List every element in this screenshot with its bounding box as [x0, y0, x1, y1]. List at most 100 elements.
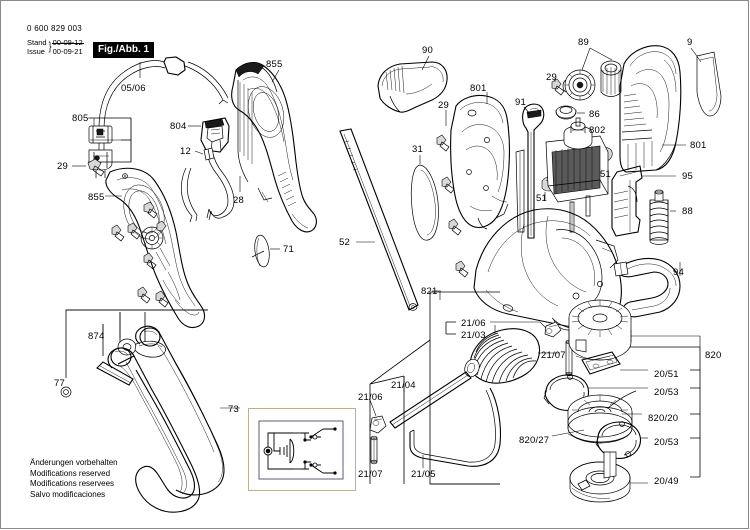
- stand-label: Stand: [27, 38, 47, 47]
- part-95-guard-clip: [611, 165, 643, 237]
- callout-20-51: 20/51: [654, 369, 679, 380]
- footer-line-fr: Modifications reservees: [30, 479, 115, 488]
- callout-820: 820: [705, 350, 722, 361]
- leader-855-right: [271, 69, 280, 83]
- callout-90: 90: [422, 45, 433, 56]
- callout-21-06-a: 21/06: [461, 318, 486, 329]
- callout-20-53-a: 20/53: [654, 387, 679, 398]
- leader-82027: [551, 429, 585, 437]
- part-12-clip: [203, 147, 215, 161]
- callout-29-b: 29: [438, 100, 449, 111]
- callout-802: 802: [589, 125, 606, 136]
- wiring-diagram-svg: [258, 420, 344, 480]
- callout-05-06: 05/06: [121, 83, 146, 94]
- callout-20-49: 20/49: [654, 476, 679, 487]
- part-21-07-pin-bottom: [370, 435, 378, 465]
- part-855-handle-right: [231, 61, 317, 233]
- callout-21-07-b: 21/07: [358, 469, 383, 480]
- part-9-label-plate: [696, 51, 722, 117]
- revision-labels: Stand Issue: [27, 38, 47, 56]
- revision-brace: }: [48, 39, 52, 53]
- part-801-housing-right: [619, 45, 682, 173]
- callout-88: 88: [682, 206, 693, 217]
- callout-29-a: 29: [57, 161, 68, 172]
- part-77-washer: [60, 386, 72, 398]
- part-21-03-spring-cone: [464, 328, 541, 384]
- leader-2106a: [490, 321, 547, 329]
- part-820-20-spool: [567, 390, 637, 444]
- document-footer: Änderungen vorbehalten Modifications res…: [30, 458, 118, 500]
- callout-12: 12: [180, 146, 191, 157]
- part-28-wire-harness: [180, 167, 235, 223]
- leader-90: [421, 55, 430, 71]
- part-86-washer: [555, 105, 577, 120]
- part-21-06-bush-top: [544, 321, 562, 338]
- callout-21-03: 21/03: [461, 330, 486, 341]
- leader-12: [194, 150, 204, 155]
- footer-line-es: Salvo modificaciones: [30, 489, 106, 499]
- leader-89: [581, 47, 613, 71]
- date-current: 00-09-21: [52, 46, 83, 56]
- part-52-shaft-tube: [339, 128, 419, 311]
- part-91-lever: [515, 103, 545, 239]
- issue-label: Issue: [27, 46, 45, 56]
- callout-73: 73: [228, 404, 239, 415]
- callout-805: 805: [72, 113, 89, 124]
- part-71-knob: [251, 234, 270, 268]
- part-29-screw-top-right: [551, 78, 565, 96]
- callout-21-04: 21/04: [391, 380, 416, 391]
- callout-71: 71: [283, 244, 294, 255]
- callout-89: 89: [578, 37, 589, 48]
- footer-line-de: Änderungen vorbehalten: [30, 458, 118, 467]
- callout-820-20: 820/20: [648, 413, 679, 424]
- part-73-d-handle: [107, 325, 225, 513]
- document-header: 0 600 829 003 Stand Issue } 00-09-12 00-…: [27, 24, 84, 56]
- part-88-spring: [649, 189, 669, 245]
- revision-block: Stand Issue } 00-09-12 00-09-21: [27, 38, 84, 56]
- leader-820: [631, 335, 701, 347]
- leader-2106b: [369, 399, 377, 417]
- date-superseded: 00-09-12: [51, 38, 84, 47]
- part-804-switch: [200, 117, 230, 174]
- callout-20-53-b: 20/53: [654, 437, 679, 448]
- leader-91: [523, 106, 531, 115]
- part-855-handle-left: [105, 167, 206, 329]
- callout-77: 77: [54, 378, 65, 389]
- screws-855-left: [111, 222, 169, 308]
- wiring-diagram-inset: [248, 408, 356, 491]
- part-874-pin: [96, 361, 134, 386]
- callout-874: 874: [88, 331, 105, 342]
- part-802-motor: [545, 117, 609, 233]
- callout-28: 28: [233, 195, 244, 206]
- figure-badge: Fig./Abb. 1: [93, 42, 155, 58]
- callout-801-a: 801: [470, 83, 487, 94]
- part-21-06-bush-bottom: [369, 415, 387, 434]
- callout-51-b: 51: [600, 169, 611, 180]
- screws-29-column: [436, 134, 469, 278]
- leader-9: [690, 47, 702, 63]
- part-90-grip-pad: [377, 61, 448, 113]
- callout-86: 86: [589, 109, 600, 120]
- part-801-housing-left: [450, 94, 510, 230]
- part-code: 0 600 829 003: [27, 24, 83, 33]
- callout-31: 31: [412, 144, 423, 155]
- revision-dates: 00-09-12 00-09-21: [51, 38, 84, 56]
- part-29-screw-left: [87, 158, 105, 177]
- callout-855-a: 855: [88, 192, 105, 203]
- footer-line-en: Modifications reserved: [30, 468, 111, 478]
- part-21-04-rod: [389, 371, 472, 429]
- callout-21-07-a: 21/07: [541, 350, 566, 361]
- part-21-05-bent-wire: [409, 387, 502, 467]
- callout-801-b: 801: [690, 140, 707, 151]
- part-820-rotor: [568, 299, 632, 361]
- callout-820-27: 820/27: [519, 435, 550, 446]
- callout-94: 94: [673, 267, 684, 278]
- part-89-fan: [562, 60, 622, 101]
- callout-21-05: 21/05: [411, 469, 436, 480]
- part-20-51-blade: [581, 351, 621, 375]
- callout-821: 821: [421, 286, 438, 297]
- callout-51-a: 51: [536, 193, 547, 204]
- callout-855-b: 855: [266, 59, 283, 70]
